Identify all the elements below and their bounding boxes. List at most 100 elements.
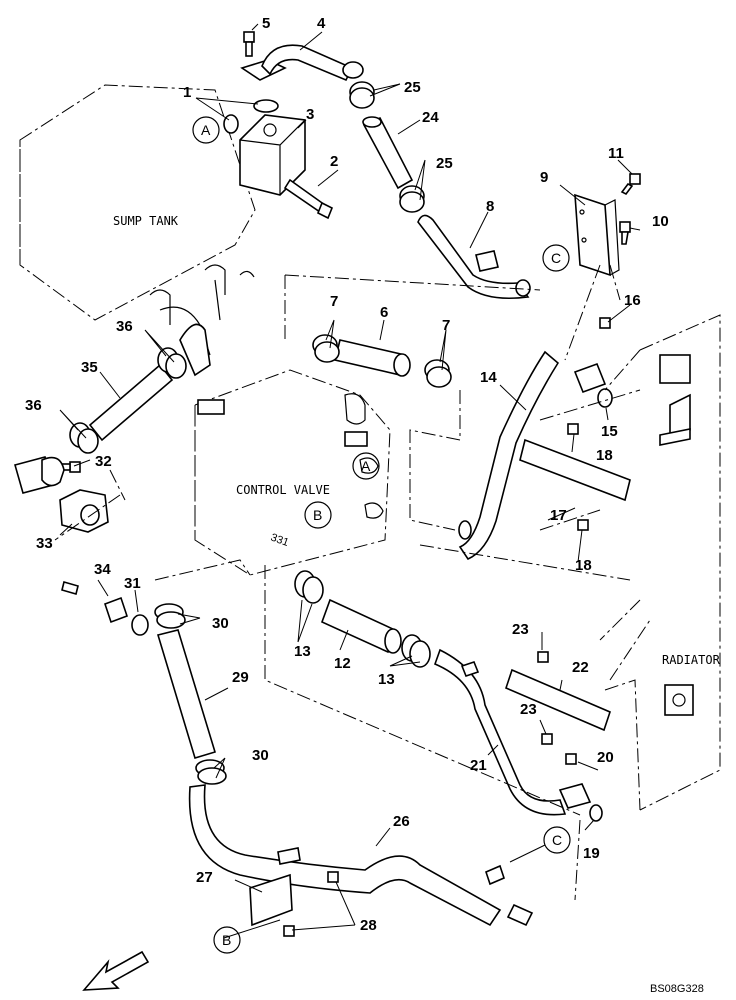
callout-28: 28 bbox=[360, 917, 377, 934]
callout-30a: 30 bbox=[212, 615, 229, 632]
control-valve: CONTROL VALVE 331 bbox=[194, 369, 391, 576]
part-17-bracket bbox=[519, 438, 631, 502]
part-36-clamps bbox=[69, 347, 187, 454]
callout-17: 17 bbox=[550, 507, 567, 524]
callout-7a: 7 bbox=[330, 293, 338, 310]
part-33-block bbox=[59, 489, 109, 533]
sump-tank: SUMP TANK bbox=[19, 84, 256, 356]
callout-16: 16 bbox=[624, 292, 641, 309]
callout-19: 19 bbox=[583, 845, 600, 862]
part-30-clamps bbox=[154, 603, 227, 785]
part-7-clamps bbox=[312, 334, 452, 388]
callout-36a: 36 bbox=[116, 318, 133, 335]
radiator: RADIATOR bbox=[604, 314, 721, 811]
front-direction-arrow bbox=[82, 950, 150, 991]
control-valve-label: CONTROL VALVE bbox=[236, 483, 330, 497]
part-15-oring bbox=[597, 388, 613, 408]
callout-12: 12 bbox=[334, 655, 351, 672]
drawing-code: BS08G328 bbox=[650, 983, 704, 995]
ref-mark-c-lower: C bbox=[543, 826, 571, 854]
ref-mark-a-lower: A bbox=[352, 452, 380, 480]
callout-4: 4 bbox=[317, 15, 326, 32]
callout-36b: 36 bbox=[25, 397, 42, 414]
part-19-oring bbox=[589, 804, 603, 822]
callout-23a: 23 bbox=[512, 621, 529, 638]
part-6-hose bbox=[334, 339, 411, 377]
part-35-hose bbox=[88, 363, 174, 442]
callout-13a: 13 bbox=[294, 643, 311, 660]
ref-letter: B bbox=[313, 507, 322, 523]
callout-25b: 25 bbox=[436, 155, 453, 172]
callout-21: 21 bbox=[470, 757, 487, 774]
callout-22: 22 bbox=[572, 659, 589, 676]
callout-3: 3 bbox=[306, 106, 314, 123]
callout-13b: 13 bbox=[378, 671, 395, 688]
part-25-clamps-upper bbox=[342, 61, 425, 213]
part-8-pipe bbox=[417, 214, 531, 300]
part-23-bolts bbox=[537, 651, 553, 745]
ref-letter: B bbox=[222, 932, 231, 948]
callout-1: 1 bbox=[183, 84, 191, 101]
part-13-clamps bbox=[294, 570, 431, 668]
callout-33: 33 bbox=[36, 535, 53, 552]
radiator-label: RADIATOR bbox=[662, 653, 721, 667]
part-24-hose bbox=[362, 116, 414, 190]
ref-letter: C bbox=[552, 832, 562, 848]
part-18-bolts bbox=[567, 423, 589, 531]
part-26-pipe bbox=[188, 784, 534, 927]
part-27-bracket bbox=[249, 873, 293, 927]
callout-2: 2 bbox=[330, 153, 338, 170]
part-11-bolt bbox=[620, 173, 641, 196]
callout-30b: 30 bbox=[252, 747, 269, 764]
leader-lines bbox=[59, 23, 641, 939]
part-21-pipe bbox=[433, 648, 592, 816]
callout-9: 9 bbox=[540, 169, 548, 186]
part-20-bolt bbox=[565, 753, 577, 765]
callout-10: 10 bbox=[652, 213, 669, 230]
callout-35: 35 bbox=[81, 359, 98, 376]
callout-7b: 7 bbox=[442, 317, 450, 334]
callout-29: 29 bbox=[232, 669, 249, 686]
ref-mark-c-upper: C bbox=[542, 244, 570, 272]
pipe-elbow-upper-left bbox=[179, 323, 211, 377]
fitting-flange bbox=[14, 456, 65, 494]
valve-port-marking: 331 bbox=[269, 532, 290, 550]
part-callouts: 1 2 3 4 5 6 7 7 8 9 10 11 12 13 13 14 15… bbox=[25, 15, 669, 934]
part-4-pipe bbox=[240, 44, 354, 82]
part-34-sensor bbox=[61, 581, 79, 595]
callout-23b: 23 bbox=[520, 701, 537, 718]
callout-20: 20 bbox=[597, 749, 614, 766]
part-28-bolts bbox=[283, 871, 339, 937]
part-14-pipe bbox=[458, 350, 607, 561]
ref-letter: A bbox=[361, 458, 371, 474]
callout-15: 15 bbox=[601, 423, 618, 440]
connection-lines bbox=[54, 264, 651, 901]
callout-18a: 18 bbox=[596, 447, 613, 464]
ref-mark-a-upper: A bbox=[192, 116, 220, 144]
part-16-bolt bbox=[599, 317, 611, 329]
ref-letter: C bbox=[551, 250, 561, 266]
part-12-hose bbox=[320, 598, 402, 654]
sump-tank-label: SUMP TANK bbox=[113, 214, 179, 228]
ref-mark-b-upper: B bbox=[304, 501, 332, 529]
part-10-bolt bbox=[619, 221, 631, 245]
callout-31: 31 bbox=[124, 575, 141, 592]
callout-8: 8 bbox=[486, 198, 494, 215]
part-9-bracket bbox=[574, 193, 620, 277]
callout-11: 11 bbox=[608, 145, 624, 162]
callout-25a: 25 bbox=[404, 79, 421, 96]
callout-5: 5 bbox=[262, 15, 270, 32]
callout-32: 32 bbox=[95, 453, 112, 470]
callout-6: 6 bbox=[380, 304, 388, 321]
callout-18b: 18 bbox=[575, 557, 592, 574]
part-22-bracket bbox=[505, 668, 611, 732]
callout-24: 24 bbox=[422, 109, 439, 126]
callout-27: 27 bbox=[196, 869, 213, 886]
callout-14: 14 bbox=[480, 369, 497, 386]
ref-letter: A bbox=[201, 122, 211, 138]
ref-mark-b-lower: B bbox=[213, 926, 241, 954]
part-31-fitting bbox=[103, 596, 149, 636]
part-3-block bbox=[239, 114, 306, 196]
part-5-bolt bbox=[243, 31, 255, 57]
part-32-bolt bbox=[61, 461, 81, 473]
